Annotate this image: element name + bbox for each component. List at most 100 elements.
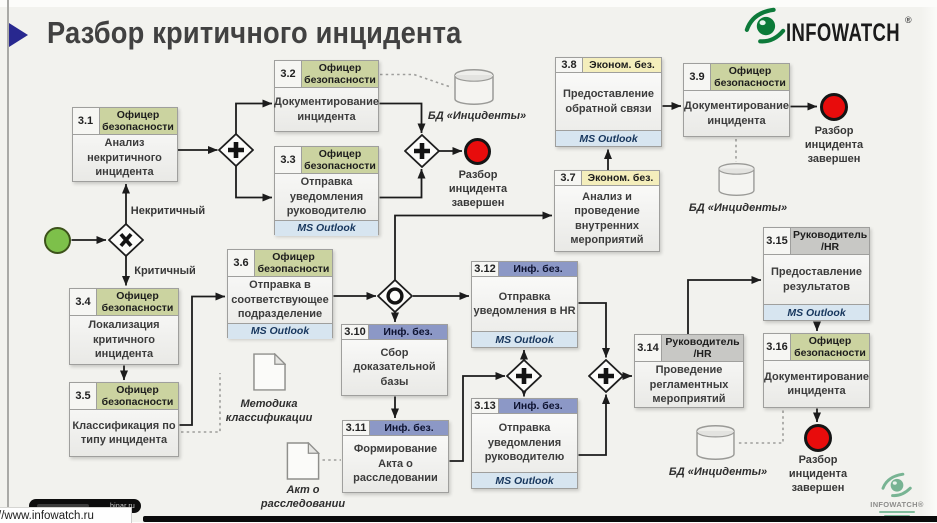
- task-body-label: Предоставление результатов: [770, 266, 863, 293]
- infowatch-logo: INFOWATCH ®: [744, 6, 924, 50]
- flow-3.3-to-gw2: [379, 168, 426, 199]
- flow-3.12-to-gw4: [578, 302, 610, 358]
- task-number: 3.5: [70, 383, 97, 409]
- task-body-label: Сбор доказательной базы: [353, 346, 436, 388]
- end-event-2: [819, 93, 848, 121]
- task-body-label: Отправка уведомления в HR: [473, 290, 576, 318]
- gateway-diamond-icon: [217, 132, 255, 168]
- task-body-label: Анализ и проведение внутренних мероприят…: [570, 190, 644, 247]
- title-bullet-triangle-icon: [9, 23, 28, 47]
- task-role-label: Офицер безопасности: [255, 250, 332, 276]
- datastore-label: БД «Инциденты»: [688, 202, 788, 214]
- flow-3.13-to-gw4: [578, 394, 610, 456]
- datastore-label: БД «Инциденты»: [668, 466, 768, 478]
- watermark-logo-text: INFOWATCH®: [870, 500, 924, 509]
- task-number: 3.4: [70, 289, 97, 315]
- gateway-parallel: [217, 132, 255, 168]
- flow-gwor-to-3.7: [394, 211, 553, 280]
- task-role-label: Инф. без.: [370, 421, 448, 435]
- task-number: 3.12: [472, 262, 499, 276]
- task-number: 3.9: [684, 64, 711, 90]
- task-body-label: Отправка в соответствующее подразделение: [231, 279, 329, 320]
- flow-gw1-to-3.2: [235, 99, 273, 134]
- video-progress-bar[interactable]: [143, 516, 937, 522]
- task-role-label: Эконом. без.: [582, 171, 659, 185]
- task-number: 3.3: [275, 147, 302, 173]
- task-role-label: Эконом. без.: [583, 58, 661, 72]
- task-role-label: Офицер безопасности: [302, 147, 378, 173]
- task-tool-label: MS Outlook: [764, 304, 869, 320]
- datastore-db1: [454, 69, 494, 105]
- task-body-label: Предоставление обратной связи: [562, 88, 655, 115]
- task-number: 3.11: [343, 421, 370, 435]
- end-event-label: Разбор инцидента завершен: [804, 125, 864, 165]
- task-role-label: Офицер безопасности: [791, 334, 869, 360]
- task-role-label: Офицер безопасности: [97, 383, 178, 409]
- status-url-text: //www.infowatch.ru: [0, 509, 94, 522]
- task-body-label: Отправка уведомления руководителю: [484, 422, 565, 464]
- task-role-label: Инф. без.: [499, 399, 577, 413]
- task-body-label: Отправка уведомления руководителю: [286, 176, 367, 217]
- browser-status-tooltip: //www.infowatch.ru: [0, 507, 132, 523]
- edge-label-critical: Критичный: [134, 265, 196, 277]
- document-doc1: [253, 352, 287, 391]
- task-body-label: Документирование инцидента: [684, 100, 789, 127]
- document-page-icon: [253, 352, 287, 391]
- gateway-parallel: [505, 358, 543, 394]
- gateway-diamond-icon: [107, 222, 145, 258]
- task-number: 3.15: [764, 228, 791, 254]
- document-page-icon: [286, 441, 321, 480]
- page-title: Разбор критичного инцидента: [47, 15, 462, 50]
- end-event-1: [464, 137, 491, 165]
- task-number: 3.16: [764, 334, 791, 360]
- top-margin-strip: [0, 0, 937, 7]
- task-body-label: Документирование инцидента: [274, 96, 379, 123]
- assoc-3.16-to-db3: [736, 410, 784, 444]
- gateway-diamond-icon: [403, 133, 440, 169]
- flow-3.14-to-3.15: [687, 276, 762, 334]
- gateway-diamond-icon: [376, 278, 414, 314]
- slide-header: Разбор критичного инцидента: [0, 0, 760, 58]
- document-label: Методика классификации: [225, 398, 313, 424]
- infowatch-watermark-eye-icon: [881, 472, 912, 498]
- infowatch-watermark: INFOWATCH®: [862, 472, 932, 520]
- end-event-label: Разбор инцидента завершен: [448, 169, 508, 209]
- edge-label-noncritical: Некритичный: [130, 205, 206, 217]
- task-role-label: Руководитель /HR: [662, 335, 743, 361]
- datastore-cylinder-icon: [696, 425, 735, 460]
- datastore-cylinder-icon: [454, 69, 494, 105]
- task-number: 3.1: [72, 108, 100, 134]
- task-body-label: Локализация критичного инцидента: [88, 319, 160, 361]
- task-tool-label: MS Outlook: [275, 219, 378, 236]
- document-doc2: [286, 441, 321, 480]
- pill-blurred-text: [37, 504, 89, 508]
- start-event: [44, 226, 71, 254]
- webinar-pill-text: binar.ru: [110, 502, 135, 510]
- task-body-label: Формирование Акта о расследовании: [353, 443, 438, 485]
- task-body-label: Документирование инцидента: [764, 370, 869, 398]
- registered-trademark-icon: ®: [905, 15, 912, 25]
- task-role-label: Руководитель /HR: [791, 228, 870, 254]
